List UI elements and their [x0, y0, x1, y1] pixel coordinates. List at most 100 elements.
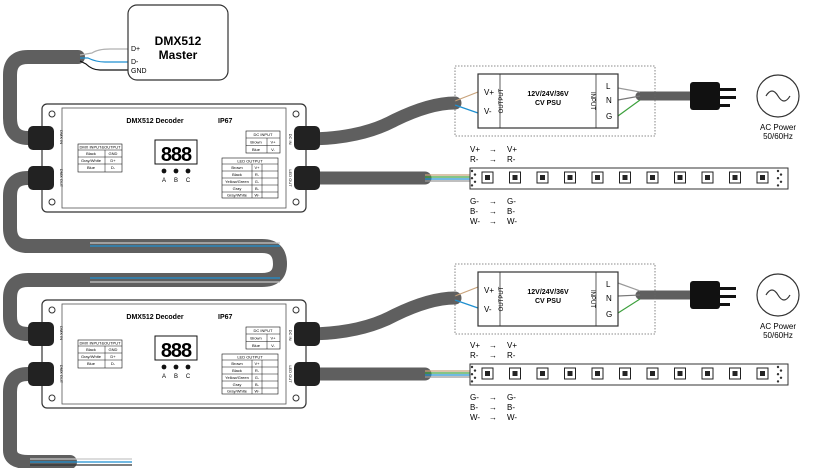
led-row-2-color: Black: [232, 368, 242, 373]
decoder-rating: IP67: [218, 118, 233, 125]
dmx-out-label: DMX OUT: [59, 365, 64, 384]
solder-pad: [470, 373, 474, 376]
button-a-label: A: [162, 374, 166, 380]
dc-row-2-signal: V-: [271, 147, 275, 152]
led-output-header: LED OUTPUT: [237, 355, 263, 360]
dc-cable-2: [299, 291, 462, 341]
led-chip-core: [705, 175, 710, 180]
label-top-from-2: R-: [470, 351, 479, 360]
ac-frequency-label: 50/60Hz: [763, 132, 793, 141]
dmx-out-connector[interactable]: [28, 166, 54, 190]
dc-row-1-color: Brown: [250, 140, 261, 145]
dmx-in-connector[interactable]: [28, 126, 54, 150]
label-bottom-to-1: G-: [507, 197, 516, 206]
label-arrow: →: [489, 207, 497, 216]
dmx-out-connector[interactable]: [28, 362, 54, 386]
led-row-2-signal: R-: [255, 172, 260, 177]
dc-in-label: DC IN: [288, 330, 293, 341]
psu-n: N: [606, 96, 612, 105]
dc-in-connector[interactable]: [294, 126, 320, 150]
button-c[interactable]: [185, 168, 191, 174]
button-c[interactable]: [185, 364, 191, 370]
segment-display: [154, 139, 198, 165]
led-output-table: LED OUTPUT Brown V+ Black R- Yellow/Gree…: [221, 353, 279, 395]
decoder-title: DMX512 Decoder: [126, 314, 183, 321]
pin-gnd: GND: [131, 68, 147, 75]
dc-in-connector[interactable]: [294, 322, 320, 346]
button-c-label: C: [186, 374, 191, 380]
label-top-from-2: R-: [470, 155, 479, 164]
led-out-label: LED OUT: [288, 365, 293, 383]
label-arrow: →: [489, 155, 497, 164]
output-tail-cable: [3, 367, 77, 469]
display-digits: 888: [161, 144, 192, 166]
strip-2-leds: [470, 365, 783, 383]
dc-cable-1: [299, 96, 462, 146]
dc-row-1-signal: V+: [270, 140, 276, 145]
solder-pad: [779, 173, 783, 176]
solder-pad: [779, 369, 783, 372]
solder-pad: [779, 180, 783, 183]
led-strip-1: [469, 167, 789, 190]
led-chip-core: [650, 371, 655, 376]
psu-type: CV PSU: [535, 100, 561, 107]
label-top-to-1: V+: [507, 341, 517, 350]
solder-pad: [776, 184, 780, 187]
label-bottom-from-3: W-: [470, 217, 480, 226]
led-row-4-color: Gray: [233, 186, 242, 191]
label-arrow: →: [489, 403, 497, 412]
button-a[interactable]: [161, 168, 167, 174]
decoder-2: DMX512 Decoder IP67 888 A B C DMX INPUT&…: [28, 299, 320, 409]
led-row-2-color: Black: [232, 172, 242, 177]
label-top-from-1: V+: [470, 341, 480, 350]
dmx-in-connector[interactable]: [28, 322, 54, 346]
master-title-line2: Master: [159, 48, 198, 62]
ac-section-1: AC Power 50/60Hz: [690, 74, 800, 141]
dmx-table-header: DMX INPUT&OUTPUT: [79, 341, 121, 346]
led-chip-core: [760, 175, 765, 180]
led-out-connector[interactable]: [294, 166, 320, 190]
button-a-label: A: [162, 178, 166, 184]
solder-pad: [470, 365, 474, 369]
label-arrow: →: [489, 413, 497, 422]
label-bottom-to-2: B-: [507, 403, 515, 412]
dmx-master: DMX512 Master D+ D- GND: [127, 4, 229, 81]
strip-2-labels: V+ → V+ R- → R- G- → G- B- → B- W- → W-: [470, 341, 517, 422]
dmx-table: DMX INPUT&OUTPUT Black GND Gray/White D+…: [77, 143, 123, 173]
dmx-row-3-signal: D-: [111, 361, 116, 366]
solder-pad: [473, 376, 477, 379]
label-arrow: →: [489, 351, 497, 360]
led-row-1-color: Brown: [231, 361, 242, 366]
psu-1: 12V/24V/36V CV PSU OUTPUT INPUT V+ V- L …: [454, 65, 656, 137]
led-chip-core: [760, 371, 765, 376]
psu-voltage: 12V/24V/36V: [527, 289, 569, 296]
led-row-5-color: Gray/White: [227, 193, 248, 198]
label-top-to-2: R-: [507, 351, 516, 360]
psu-input-label: INPUT: [589, 92, 595, 110]
psu-g: G: [606, 310, 612, 319]
led-chip-core: [622, 371, 628, 376]
cable-layer: [3, 50, 695, 469]
label-top-to-1: V+: [507, 145, 517, 154]
led-chip-core: [732, 175, 738, 180]
label-arrow: →: [489, 393, 497, 402]
segment-display: [154, 335, 198, 361]
led-row-1-color: Brown: [231, 165, 242, 170]
dmx-row-2-color: Gray/White: [81, 158, 102, 163]
dmx-row-3-color: Blue: [87, 361, 96, 366]
led-out-connector[interactable]: [294, 362, 320, 386]
dmx-row-3-color: Blue: [87, 165, 96, 170]
button-a[interactable]: [161, 364, 167, 370]
button-b[interactable]: [173, 364, 179, 370]
solder-pad: [470, 169, 474, 173]
solder-pad: [776, 177, 780, 180]
dmx-row-1-signal: GND: [109, 151, 118, 156]
daisy-chain-cable: [3, 171, 287, 341]
solder-pad: [470, 380, 474, 383]
psu-vminus: V-: [484, 107, 492, 116]
solder-pad: [470, 184, 474, 187]
pin-dminus: D-: [131, 59, 139, 66]
button-b[interactable]: [173, 168, 179, 174]
led-row-2-signal: R-: [255, 368, 260, 373]
